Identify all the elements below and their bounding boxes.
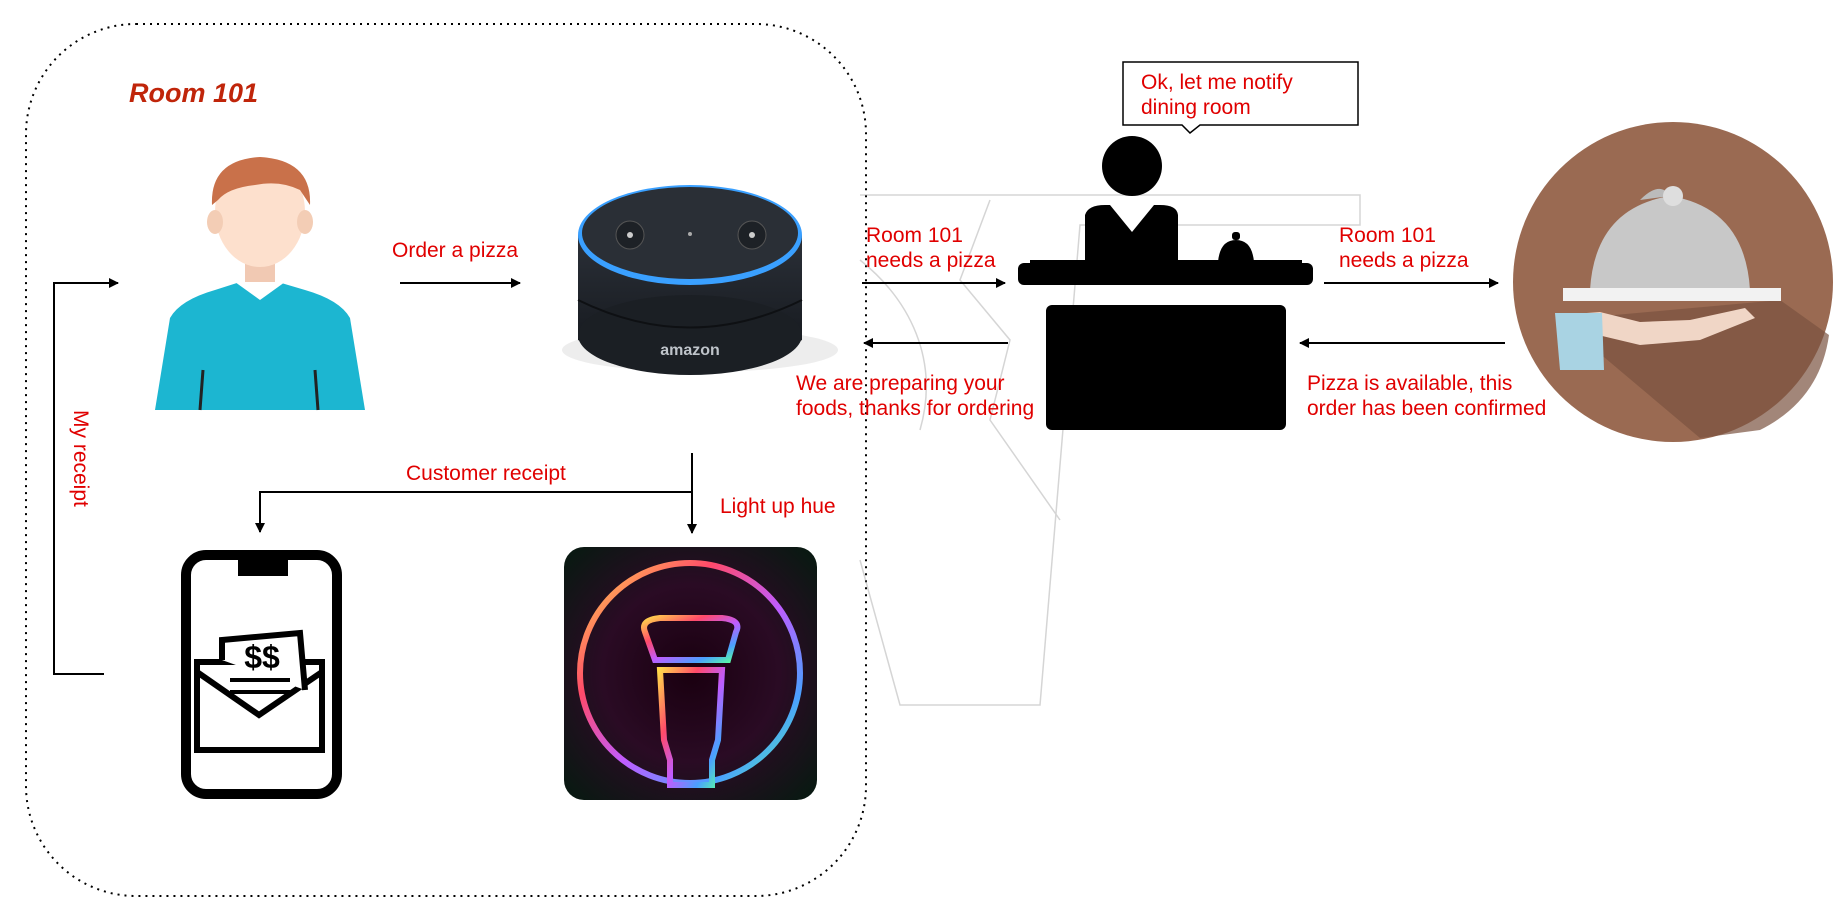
- speech-bubble: [1122, 61, 1359, 135]
- label-order-pizza: Order a pizza: [392, 239, 519, 262]
- label-light-up-hue: Light up hue: [720, 495, 836, 518]
- label-customer-receipt: Customer receipt: [406, 462, 566, 485]
- label-my-receipt: My receipt: [69, 410, 92, 507]
- arrow-customer-receipt: [255, 491, 692, 533]
- room-title: Room 101: [129, 78, 259, 108]
- person-icon: [155, 157, 365, 411]
- label-preparing: We are preparing your foods, thanks for …: [796, 372, 1035, 420]
- label-confirmed: Pizza is available, this order has been …: [1307, 372, 1547, 420]
- receptionist-icon: [1018, 136, 1313, 430]
- room-boundary: [25, 23, 867, 897]
- svg-text:$$: $$: [244, 639, 280, 675]
- phone-receipt-icon: $$: [181, 550, 342, 799]
- echo-dot-icon: amazon: [562, 185, 838, 375]
- arrow-my-receipt: [53, 278, 119, 675]
- label-room-needs-pizza-2: Room 101 needs a pizza: [1339, 224, 1469, 272]
- echo-brand-text: amazon: [660, 342, 720, 359]
- dining-room-icon: [1513, 122, 1833, 442]
- watermark-logo: [859, 194, 1361, 706]
- hue-app-icon: [564, 547, 817, 800]
- speech-bubble-text: Ok, let me notify dining room: [1141, 71, 1293, 119]
- label-room-needs-pizza-1: Room 101 needs a pizza: [866, 224, 996, 272]
